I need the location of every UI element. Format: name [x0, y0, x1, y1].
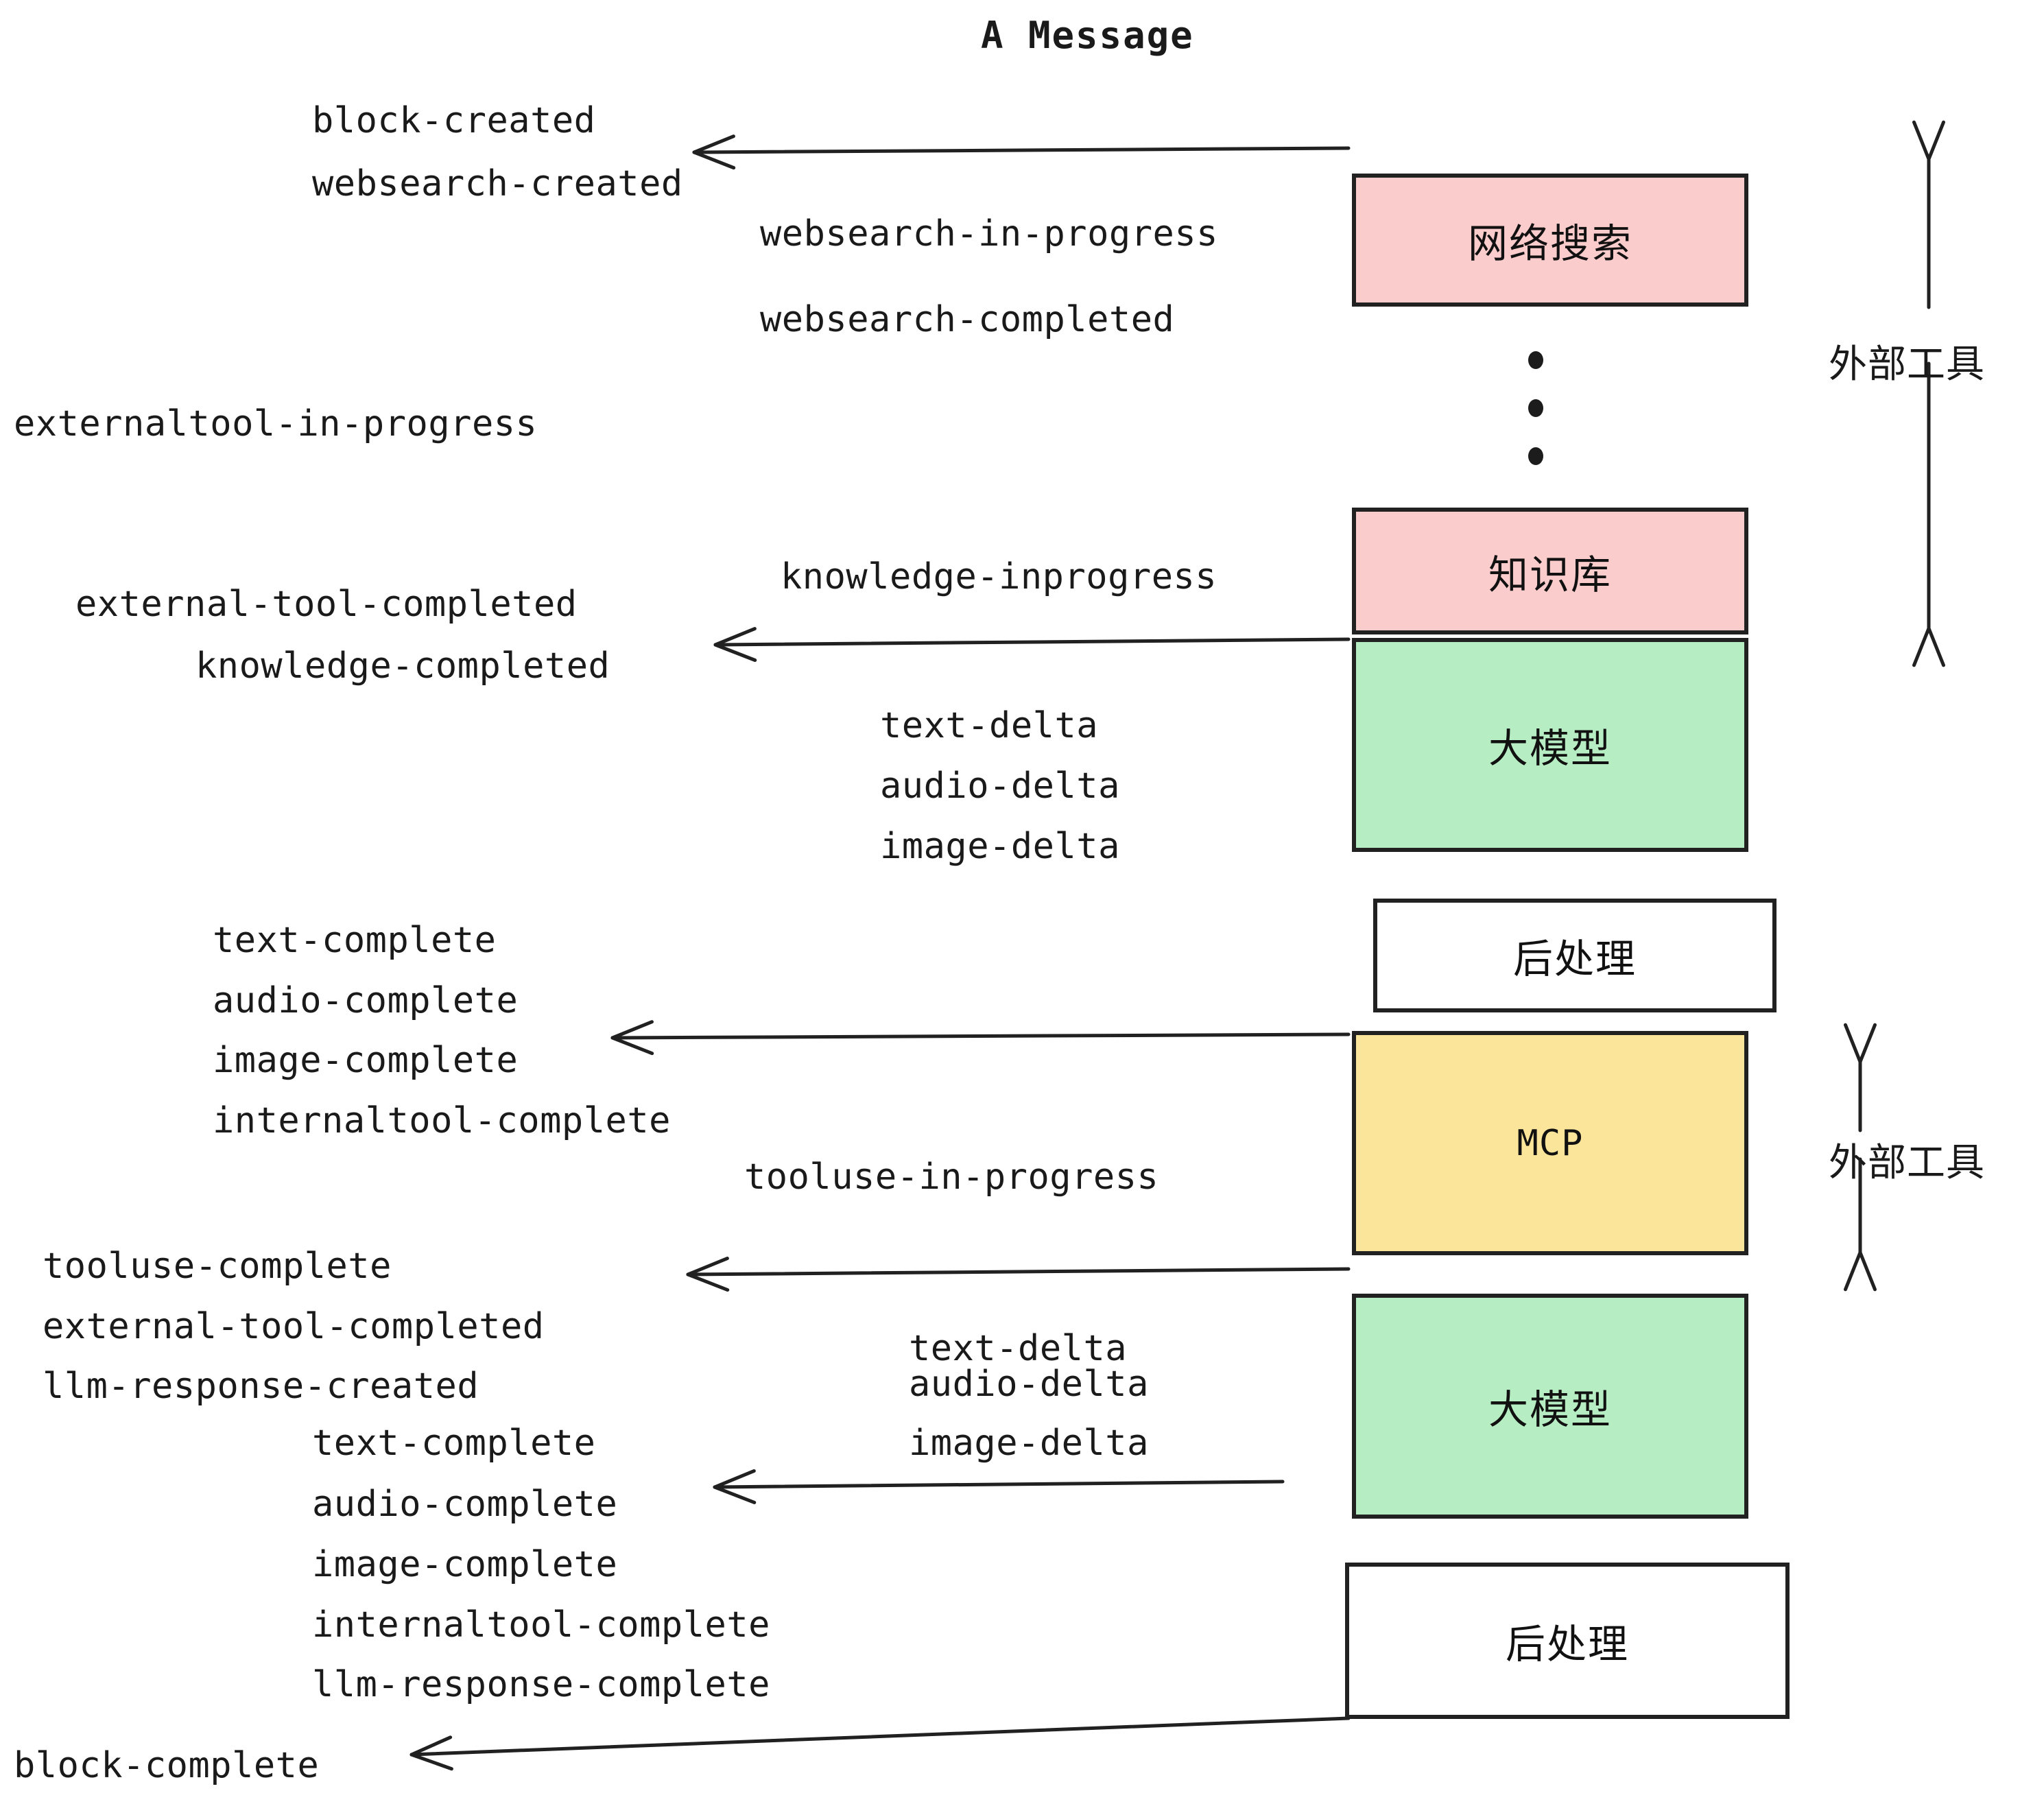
event-label: websearch-in-progress: [760, 213, 1218, 254]
component-box: 知识库: [1352, 508, 1748, 634]
event-label: block-complete: [14, 1745, 320, 1786]
event-label: external-tool-completed: [75, 584, 578, 625]
component-box: MCP: [1352, 1031, 1748, 1255]
event-label: llm-response-complete: [312, 1664, 770, 1705]
flow-arrow: [686, 1257, 1351, 1292]
event-label: text-delta: [880, 705, 1099, 746]
external-tool-label: 外部工具: [1829, 1141, 1985, 1185]
flow-arrow: [610, 1020, 1351, 1056]
event-label: image-complete: [213, 1040, 519, 1081]
event-label: tooluse-complete: [43, 1246, 392, 1287]
ellipsis-dot-icon: [1528, 399, 1543, 417]
event-label: text-complete: [312, 1423, 596, 1464]
component-box: 后处理: [1373, 899, 1776, 1012]
event-label: llm-response-created: [43, 1366, 479, 1407]
flow-arrow: [692, 134, 1351, 170]
event-label: websearch-completed: [760, 299, 1175, 340]
flow-arrow: [713, 1469, 1285, 1504]
flow-arrow: [713, 627, 1351, 662]
event-label: image-delta: [909, 1423, 1149, 1464]
external-tool-label: 外部工具: [1829, 342, 1985, 387]
event-label: tooluse-in-progress: [744, 1156, 1159, 1198]
event-label: knowledge-inprogress: [781, 556, 1217, 597]
event-label: audio-complete: [213, 980, 519, 1021]
event-label: internaltool-complete: [312, 1604, 770, 1646]
event-label: knowledge-completed: [195, 645, 610, 687]
event-label: audio-complete: [312, 1484, 618, 1525]
component-box: 后处理: [1345, 1563, 1790, 1719]
ellipsis-dot-icon: [1528, 351, 1543, 369]
ellipsis-dot-icon: [1528, 447, 1543, 465]
external-tool-span-arrow: [1912, 120, 1946, 667]
event-label: audio-delta: [909, 1364, 1149, 1405]
component-box: 网络搜索: [1352, 174, 1748, 307]
page-title: A Message: [981, 14, 1194, 57]
component-box: 大模型: [1352, 638, 1748, 852]
event-label: internaltool-complete: [213, 1100, 671, 1141]
event-label: external-tool-completed: [43, 1306, 545, 1347]
event-label: text-delta: [909, 1328, 1128, 1369]
event-label: externaltool-in-progress: [14, 403, 538, 444]
component-box: 大模型: [1352, 1294, 1748, 1519]
event-label: image-delta: [880, 826, 1120, 867]
flow-arrow: [409, 1716, 1351, 1771]
event-label: block-created: [312, 100, 596, 141]
event-label: audio-delta: [880, 765, 1120, 807]
event-label: image-complete: [312, 1544, 618, 1585]
event-label: text-complete: [213, 920, 497, 961]
event-label: websearch-created: [312, 163, 683, 204]
